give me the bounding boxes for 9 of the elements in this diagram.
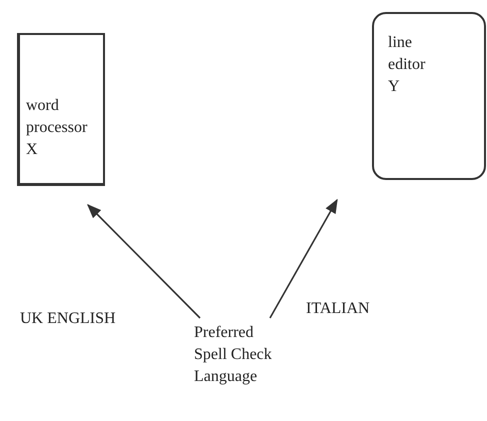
edge-label: UK ENGLISH [20, 310, 116, 328]
document-box [17, 33, 105, 186]
rounded-box [372, 12, 486, 180]
node-label: word processor X [26, 96, 88, 160]
node-label: line editor Y [388, 33, 426, 97]
arrow [86, 204, 201, 319]
text-label: Preferred Spell Check Language [194, 323, 273, 387]
arrow [269, 198, 338, 318]
edge-label: ITALIAN [306, 300, 370, 318]
